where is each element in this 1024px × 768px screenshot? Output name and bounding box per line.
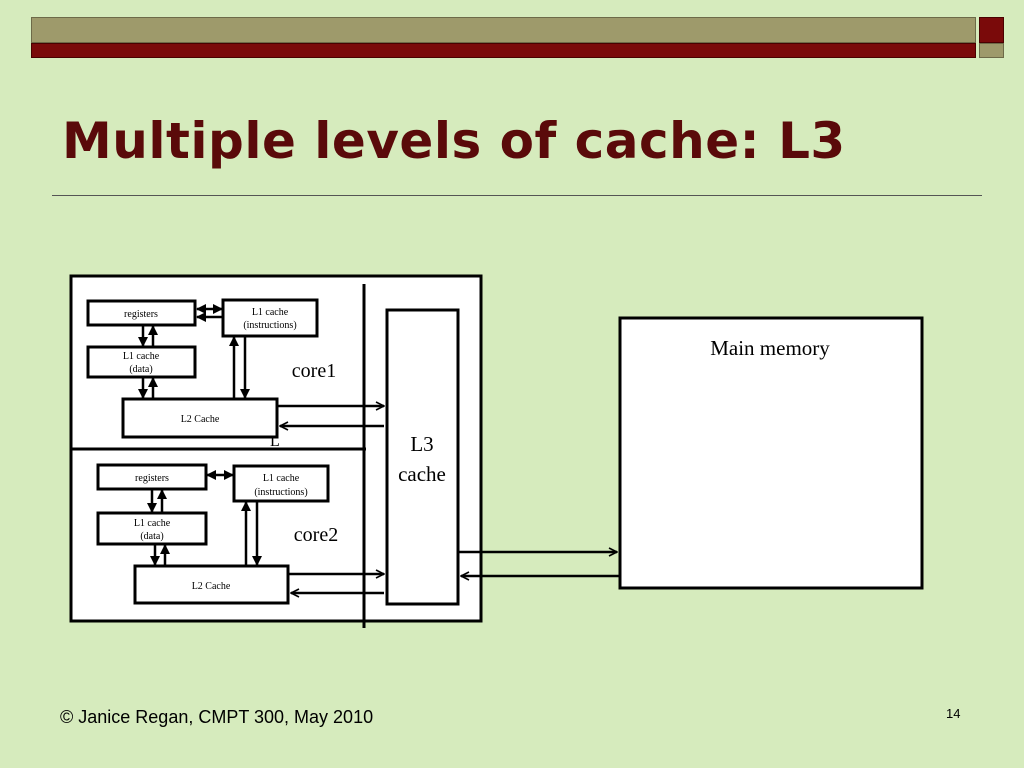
core1-registers-box xyxy=(86,299,197,327)
core2-l1-data-line2: (data) xyxy=(140,531,163,542)
main-memory-label: Main memory xyxy=(710,336,830,360)
l3-cache-box xyxy=(385,308,460,606)
core1-l1-data-line1: L1 cache xyxy=(123,351,160,362)
main-memory-box xyxy=(618,316,924,590)
title-divider xyxy=(52,195,982,196)
core2-l2-cache-box xyxy=(133,564,290,605)
core2-registers-label: registers xyxy=(135,473,169,484)
header-square-olive xyxy=(979,43,1004,58)
core1-l1-instructions-line2: (instructions) xyxy=(243,320,296,331)
core1-l2-cache-box xyxy=(121,397,279,439)
core2-l1-instructions-line2: (instructions) xyxy=(254,487,307,498)
core2-l1-data-box xyxy=(96,511,208,546)
core2-l1-instructions-line1: L1 cache xyxy=(263,473,300,484)
core1-l2-cache-label: L2 Cache xyxy=(181,414,220,425)
core1-l1-data-line2: (data) xyxy=(129,364,152,375)
footer-copyright: © Janice Regan, CMPT 300, May 2010 xyxy=(60,707,374,727)
core1-registers-label: registers xyxy=(124,309,158,320)
header-bar-maroon xyxy=(31,43,976,58)
l3-cache-label-line2: cache xyxy=(398,462,446,486)
l3-cache-label-line1: L3 xyxy=(410,432,433,456)
header-bar-olive xyxy=(31,17,976,43)
core1-l1-data-box xyxy=(86,345,197,379)
core2-l2-cache-label: L2 Cache xyxy=(192,581,231,592)
core1-l1-instructions-box xyxy=(221,298,319,338)
core2-l1-instructions-box xyxy=(232,464,330,503)
core1-label: core1 xyxy=(292,360,336,382)
core2-l1-data-line1: L1 cache xyxy=(134,518,171,529)
slide-title: Multiple levels of cache: L3 xyxy=(62,112,846,170)
core2-label: core2 xyxy=(294,524,338,546)
header-square-maroon xyxy=(979,17,1004,43)
core2-registers-box xyxy=(96,463,208,491)
page-number: 14 xyxy=(946,706,961,721)
core1-l1-instructions-line1: L1 cache xyxy=(252,307,289,318)
stray-glyph: L xyxy=(270,433,280,450)
